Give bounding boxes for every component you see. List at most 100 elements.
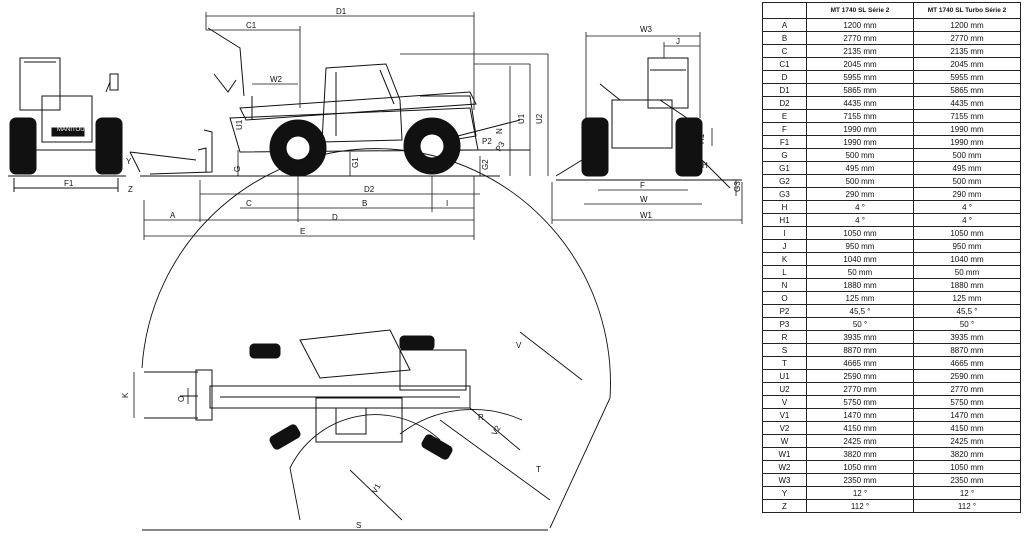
dimension-code: Z [762,499,807,513]
dimension-drawing: MANITOU [8,7,743,531]
dimension-code: W1 [762,447,807,461]
label-v2: V2 [490,424,503,437]
label-g: G [233,166,242,172]
label-r: R [478,413,484,422]
dimension-code: V [762,395,807,409]
dimension-value: 495 mm [806,161,914,175]
dimension-code: G1 [762,161,807,175]
label-v1: V1 [370,482,383,495]
dimension-value: 2425 mm [806,434,914,448]
dimension-code: J [762,239,807,253]
label-c: C [246,199,252,208]
dimension-value: 8870 mm [806,343,914,357]
dimension-value: 1470 mm [913,408,1021,422]
label-w2: W2 [270,75,283,84]
dimension-value: 500 mm [913,148,1021,162]
dimension-value: 2350 mm [806,473,914,487]
label-d1: D1 [336,7,347,16]
dimension-value: 1990 mm [913,135,1021,149]
dimension-value: 112 ° [913,499,1021,513]
dimension-code: U2 [762,382,807,396]
label-u1: U1 [235,119,244,130]
dimension-value: 3820 mm [913,447,1021,461]
label-b: B [362,199,367,208]
label-i: I [446,199,448,208]
dimension-value: 3935 mm [806,330,914,344]
label-p2: P2 [482,137,492,146]
label-s: S [356,521,361,530]
dimension-value: 2770 mm [806,31,914,45]
dimension-code: B [762,31,807,45]
dimension-value: 5750 mm [806,395,914,409]
column-header: MT 1740 SL Série 2 [806,2,914,19]
dimension-value: 4665 mm [913,356,1021,370]
dimension-value: 500 mm [913,174,1021,188]
dimension-value: 4150 mm [806,421,914,435]
dimension-value: 7155 mm [806,109,914,123]
dimension-value: 2590 mm [806,369,914,383]
label-h1: H1 [697,133,706,144]
dimension-value: 2590 mm [913,369,1021,383]
dimension-value: 12 ° [806,486,914,500]
dimension-value: 1050 mm [806,460,914,474]
dimension-value: 4665 mm [806,356,914,370]
label-y: Y [126,157,132,166]
dimension-value: 2770 mm [913,31,1021,45]
dimension-value: 5750 mm [913,395,1021,409]
front-brand-text: MANITOU [57,127,85,133]
dimension-value: 1880 mm [913,278,1021,292]
label-g3: G3 [733,181,742,192]
spec-table: MT 1740 SL Série 2 MT 1740 SL Turbo Séri… [762,2,1021,513]
dimension-code: P3 [762,317,807,331]
dimension-code: D2 [762,96,807,110]
dimension-value: 1990 mm [913,122,1021,136]
dimension-value: 2045 mm [913,57,1021,71]
label-n: N [495,128,504,134]
front-view-machine [8,57,126,177]
dimension-value: 12 ° [913,486,1021,500]
label-c1: C1 [246,21,257,30]
dimension-value: 1040 mm [913,252,1021,266]
dimension-value: 1200 mm [806,18,914,32]
dimension-code: P2 [762,304,807,318]
dimension-value: 950 mm [806,239,914,253]
dimension-value: 50 mm [806,265,914,279]
label-d2: D2 [364,185,375,194]
dimension-code: U1 [762,369,807,383]
rear-dimension-lines [551,32,743,224]
dimension-value: 4150 mm [913,421,1021,435]
dimension-code: G [762,148,807,162]
dimension-code: T [762,356,807,370]
dimension-code: W2 [762,460,807,474]
dimension-code: H [762,200,807,214]
dimension-value: 1880 mm [806,278,914,292]
dimension-value: 4435 mm [806,96,914,110]
dimension-value: 45,5 ° [913,304,1021,318]
rear-view-machine [555,57,742,189]
dimension-value: 5865 mm [913,83,1021,97]
dimension-code: G3 [762,187,807,201]
label-k: K [121,392,130,398]
dimension-value: 495 mm [913,161,1021,175]
dimension-value: 50 ° [913,317,1021,331]
label-z: Z [128,185,133,194]
side-dimension-lines [143,12,549,240]
dimension-value: 500 mm [806,148,914,162]
dimension-code: W3 [762,473,807,487]
dimension-value: 1990 mm [806,122,914,136]
